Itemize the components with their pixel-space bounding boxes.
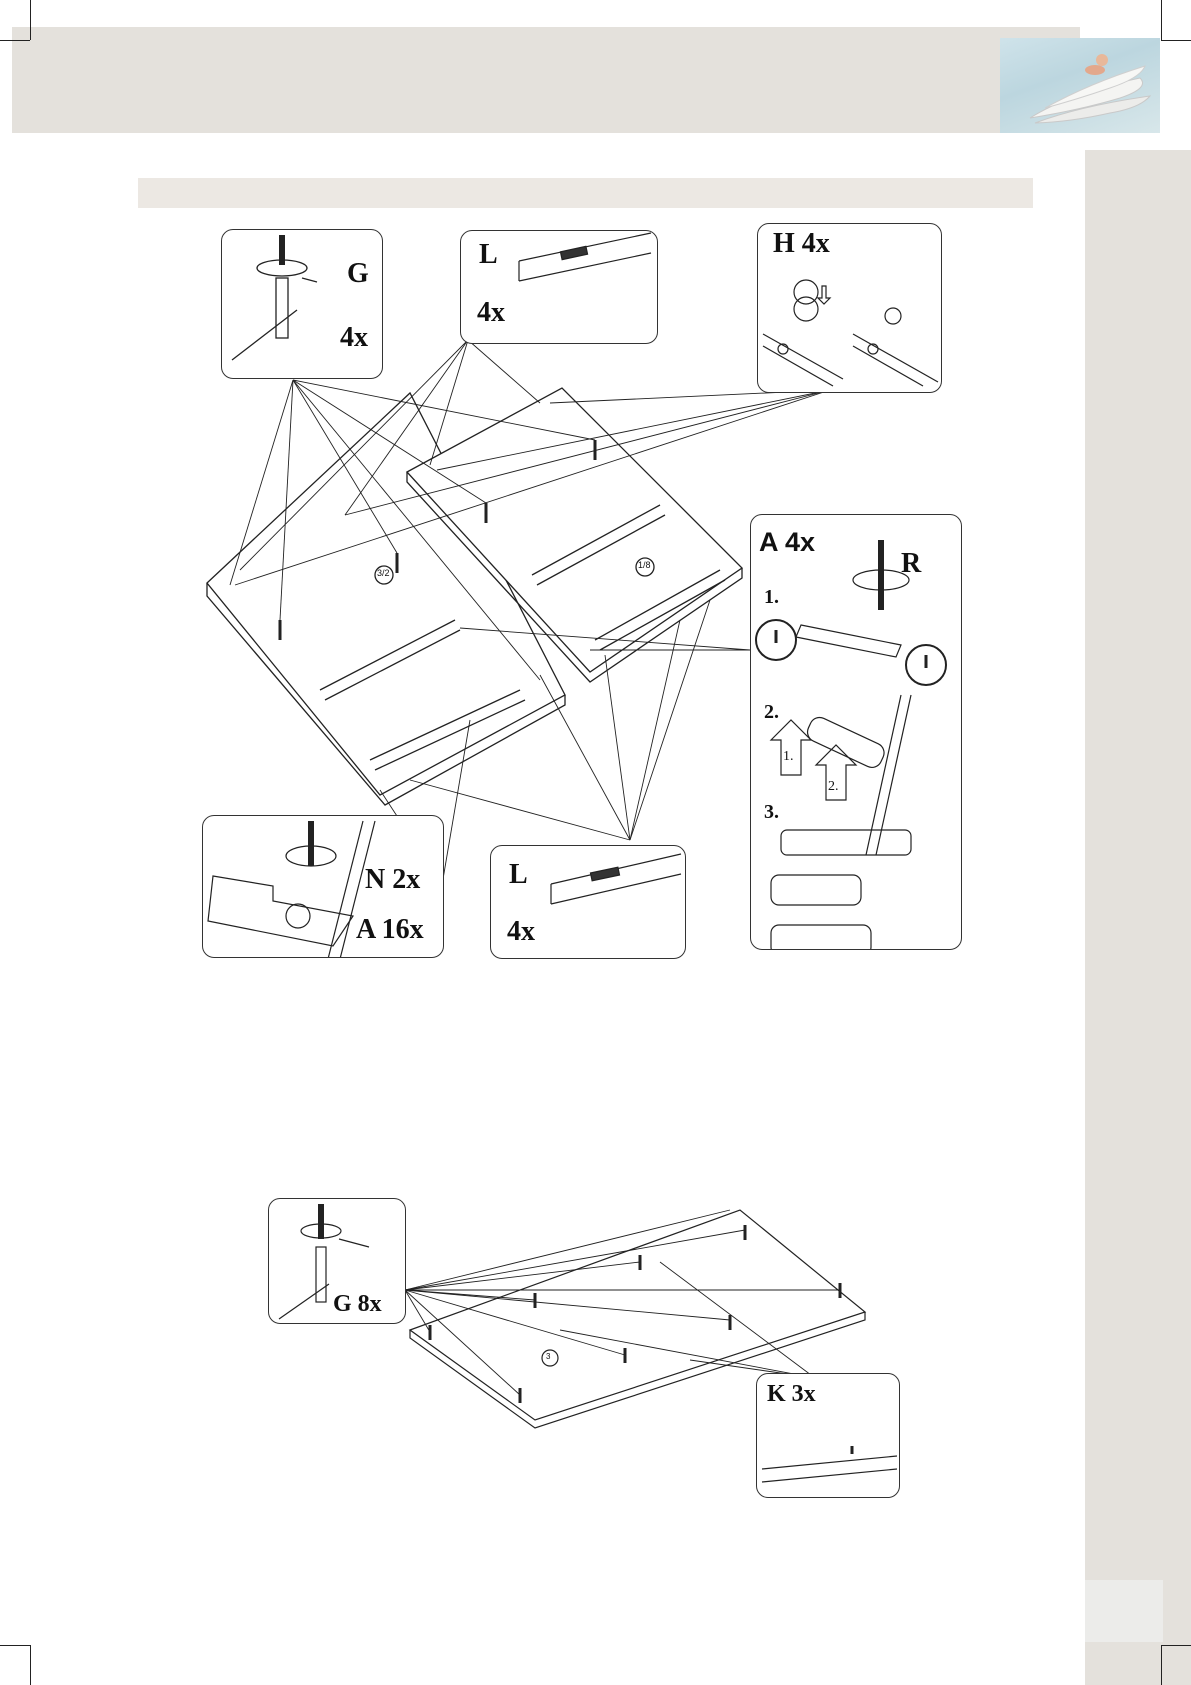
bottom-panel-label: 3 bbox=[546, 1353, 550, 1361]
part-label: K 3x bbox=[767, 1382, 816, 1406]
callout-k-3x: K 3x bbox=[756, 1373, 900, 1498]
callout-dowel-g-8x: G 8x bbox=[268, 1198, 406, 1324]
part-label: G 8x bbox=[333, 1292, 382, 1316]
